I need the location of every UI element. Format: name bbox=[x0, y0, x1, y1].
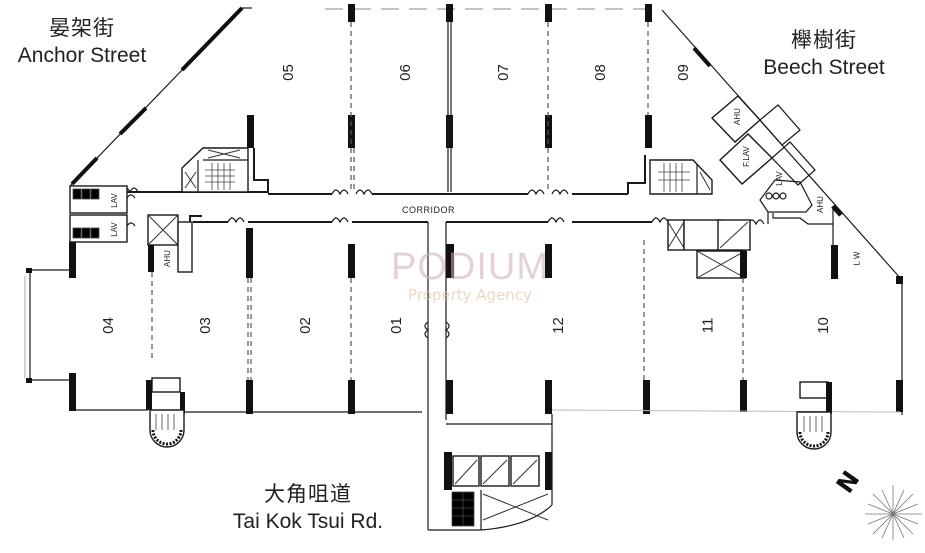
unit-02[interactable]: 02 bbox=[296, 317, 314, 334]
beech-street-label: 櫸樹街 Beech Street bbox=[748, 24, 900, 80]
lower-partitions bbox=[151, 224, 834, 380]
right-service-core bbox=[667, 219, 751, 279]
unit-08[interactable]: 08 bbox=[591, 64, 609, 81]
round-stair-left bbox=[146, 377, 185, 448]
right-toilet-cluster bbox=[710, 95, 834, 225]
ahu-label-right-mid: AHU bbox=[815, 196, 825, 213]
ahu-label-left: AHU bbox=[162, 250, 172, 267]
round-stair-right bbox=[796, 381, 832, 450]
beech-street-en: Beech Street bbox=[763, 56, 885, 79]
lower-row-columns bbox=[69, 228, 903, 414]
left-toilet-cluster bbox=[69, 185, 136, 243]
stair-core-upper-right bbox=[649, 159, 713, 195]
lav-label-right: LAV bbox=[774, 171, 784, 186]
corridor-label: CORRIDOR bbox=[402, 205, 455, 215]
ahu-label-right-top: AHU bbox=[732, 108, 742, 125]
lift-lobby-block bbox=[428, 424, 553, 531]
central-passage bbox=[424, 222, 553, 530]
bottom-facade bbox=[76, 409, 901, 413]
stair-core-upper-left bbox=[181, 147, 249, 193]
anchor-street-label: 晏架街 Anchor Street bbox=[4, 12, 160, 68]
tai-kok-tsui-zh: 大角咀道 bbox=[264, 482, 352, 506]
anchor-street-en: Anchor Street bbox=[17, 44, 147, 67]
ahu-room-left bbox=[147, 214, 193, 273]
unit-04[interactable]: 04 bbox=[99, 317, 117, 334]
unit-11[interactable]: 11 bbox=[699, 317, 717, 334]
corridor-lower-wall bbox=[189, 212, 769, 226]
unit-03[interactable]: 03 bbox=[196, 317, 214, 334]
lw-label: L W bbox=[852, 251, 862, 266]
anchor-street-zh: 晏架街 bbox=[49, 16, 115, 40]
unit-06[interactable]: 06 bbox=[396, 64, 414, 81]
unit-01[interactable]: 01 bbox=[387, 317, 405, 334]
anchor-street-facade bbox=[69, 6, 252, 187]
left-entrance bbox=[24, 268, 69, 383]
lav-label-left-bottom: LAV bbox=[109, 222, 119, 237]
compass-star-icon bbox=[865, 485, 922, 540]
tai-kok-tsui-en: Tai Kok Tsui Rd. bbox=[232, 510, 384, 533]
lav-label-left-top: LAV bbox=[109, 193, 119, 208]
tai-kok-tsui-road-label: 大角咀道 Tai Kok Tsui Rd. bbox=[212, 478, 404, 534]
f-lav-label: F.LAV bbox=[741, 146, 751, 167]
unit-10[interactable]: 10 bbox=[814, 317, 832, 334]
unit-12[interactable]: 12 bbox=[549, 317, 567, 334]
beech-street-zh: 櫸樹街 bbox=[791, 28, 857, 52]
unit-05[interactable]: 05 bbox=[279, 64, 297, 81]
unit-09[interactable]: 09 bbox=[674, 64, 692, 81]
top-partitions bbox=[350, 22, 649, 192]
unit-07[interactable]: 07 bbox=[494, 64, 512, 81]
